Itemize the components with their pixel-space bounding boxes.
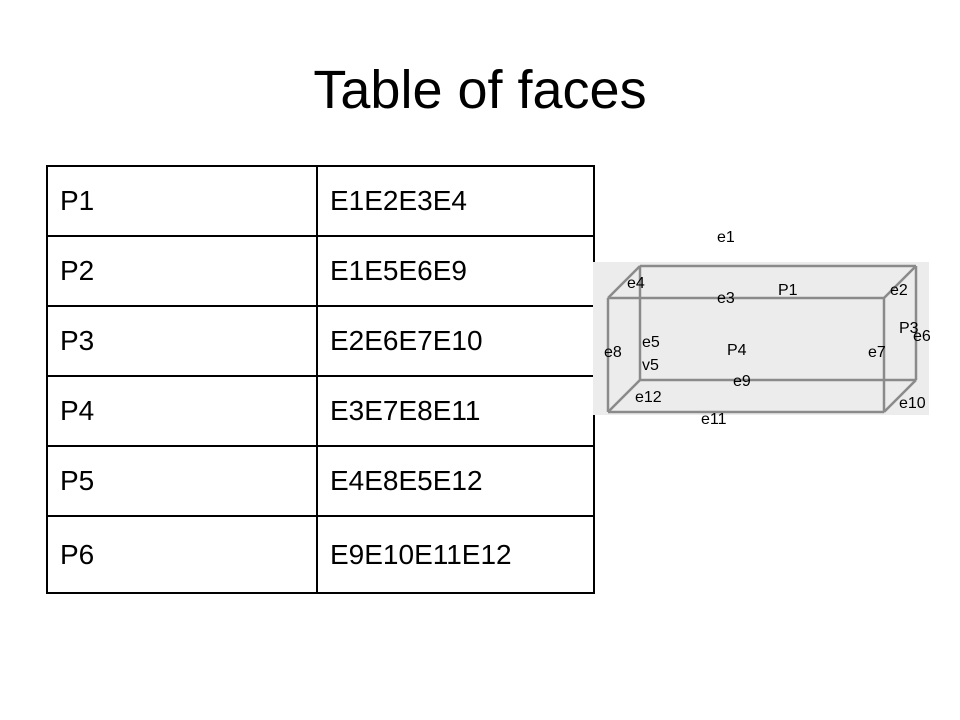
diagram-background (593, 262, 929, 415)
label-e2: e2 (890, 282, 908, 299)
table-row: P4 E3E7E8E11 (46, 375, 595, 447)
face-cell: P3 (46, 305, 318, 377)
faces-table: P1 E1E2E3E4 P2 E1E5E6E9 P3 E2E6E7E10 P4 … (46, 165, 595, 594)
label-e8: e8 (604, 344, 622, 361)
label-e5: e5 (642, 334, 660, 351)
slide-title: Table of faces (313, 60, 647, 120)
face-cell: P6 (46, 515, 318, 594)
edges-cell: E3E7E8E11 (316, 375, 595, 447)
edges-cell: E9E10E11E12 (316, 515, 595, 594)
face-cell: P5 (46, 445, 318, 517)
label-p4: P4 (727, 342, 747, 359)
box-edge-link-bottom-left (607, 379, 641, 413)
label-v5: v5 (642, 357, 659, 374)
table-row: P1 E1E2E3E4 (46, 165, 595, 237)
box-edge-link-bottom-right (883, 379, 917, 413)
label-e11: e11 (701, 411, 727, 428)
table-row: P3 E2E6E7E10 (46, 305, 595, 377)
label-e7: e7 (868, 344, 886, 361)
label-p3: P3 (899, 320, 919, 337)
box-edge-link-top-left (607, 265, 641, 299)
edges-cell: E1E5E6E9 (316, 235, 595, 307)
edges-cell: E2E6E7E10 (316, 305, 595, 377)
label-e3: e3 (717, 290, 735, 307)
edges-cell: E1E2E3E4 (316, 165, 595, 237)
label-e1: e1 (717, 229, 735, 246)
label-e12: e12 (635, 389, 662, 406)
face-cell: P4 (46, 375, 318, 447)
label-e9: e9 (733, 373, 751, 390)
box-edges (606, 264, 918, 414)
label-e4: e4 (627, 275, 645, 292)
box-diagram: e1 e4 e3 P1 e2 P3 e6 e5 e8 P4 e7 v5 e9 e… (593, 229, 931, 428)
edges-cell: E4E8E5E12 (316, 445, 595, 517)
box-edge-link-top-right (883, 265, 917, 299)
label-e10: e10 (899, 395, 926, 412)
face-cell: P1 (46, 165, 318, 237)
table-row: P5 E4E8E5E12 (46, 445, 595, 517)
face-cell: P2 (46, 235, 318, 307)
label-p1: P1 (778, 282, 798, 299)
table-row: P6 E9E10E11E12 (46, 515, 595, 594)
label-e6: e6 (913, 328, 931, 345)
table-row: P2 E1E5E6E9 (46, 235, 595, 307)
